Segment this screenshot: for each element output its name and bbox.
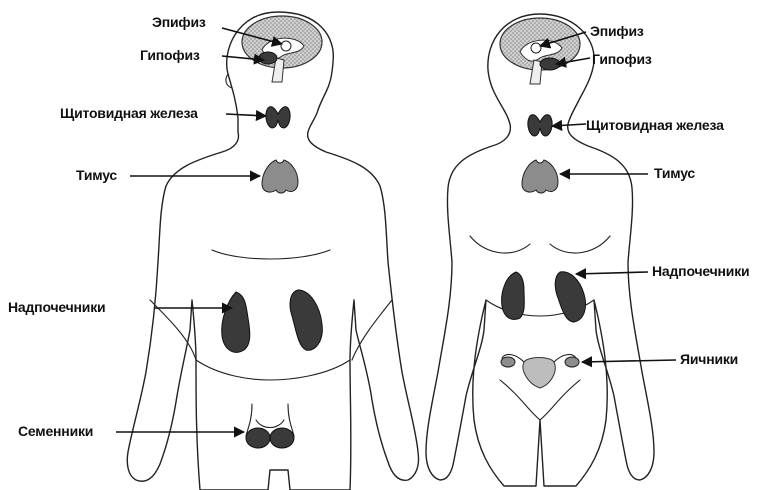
female-thyroid-label: Щитовидная железа [586,117,724,133]
male-thyroid-label: Щитовидная железа [60,105,198,121]
male-epiphysis-label: Эпифиз [152,14,206,30]
female-hypophysis-label: Гипофиз [592,51,652,67]
female-figure [426,14,654,486]
male-thymus-label: Тимус [76,167,117,183]
male-adrenals-label: Надпочечники [8,299,105,315]
female-body-outline [426,14,654,486]
female-epiphysis-organ [531,43,541,53]
male-testes-label: Семенники [18,423,93,439]
male-body-outline [127,12,418,490]
male-figure [127,12,418,490]
female-adrenals-label: Надпочечники [652,263,749,279]
female-thymus-label: Тимус [654,165,695,181]
female-epiphysis-label: Эпифиз [590,23,644,39]
female-ovaries-label: Яичники [680,351,738,367]
male-epiphysis-organ [281,41,291,51]
male-hypophysis-organ [259,52,277,64]
male-hypophysis-label: Гипофиз [140,47,200,63]
